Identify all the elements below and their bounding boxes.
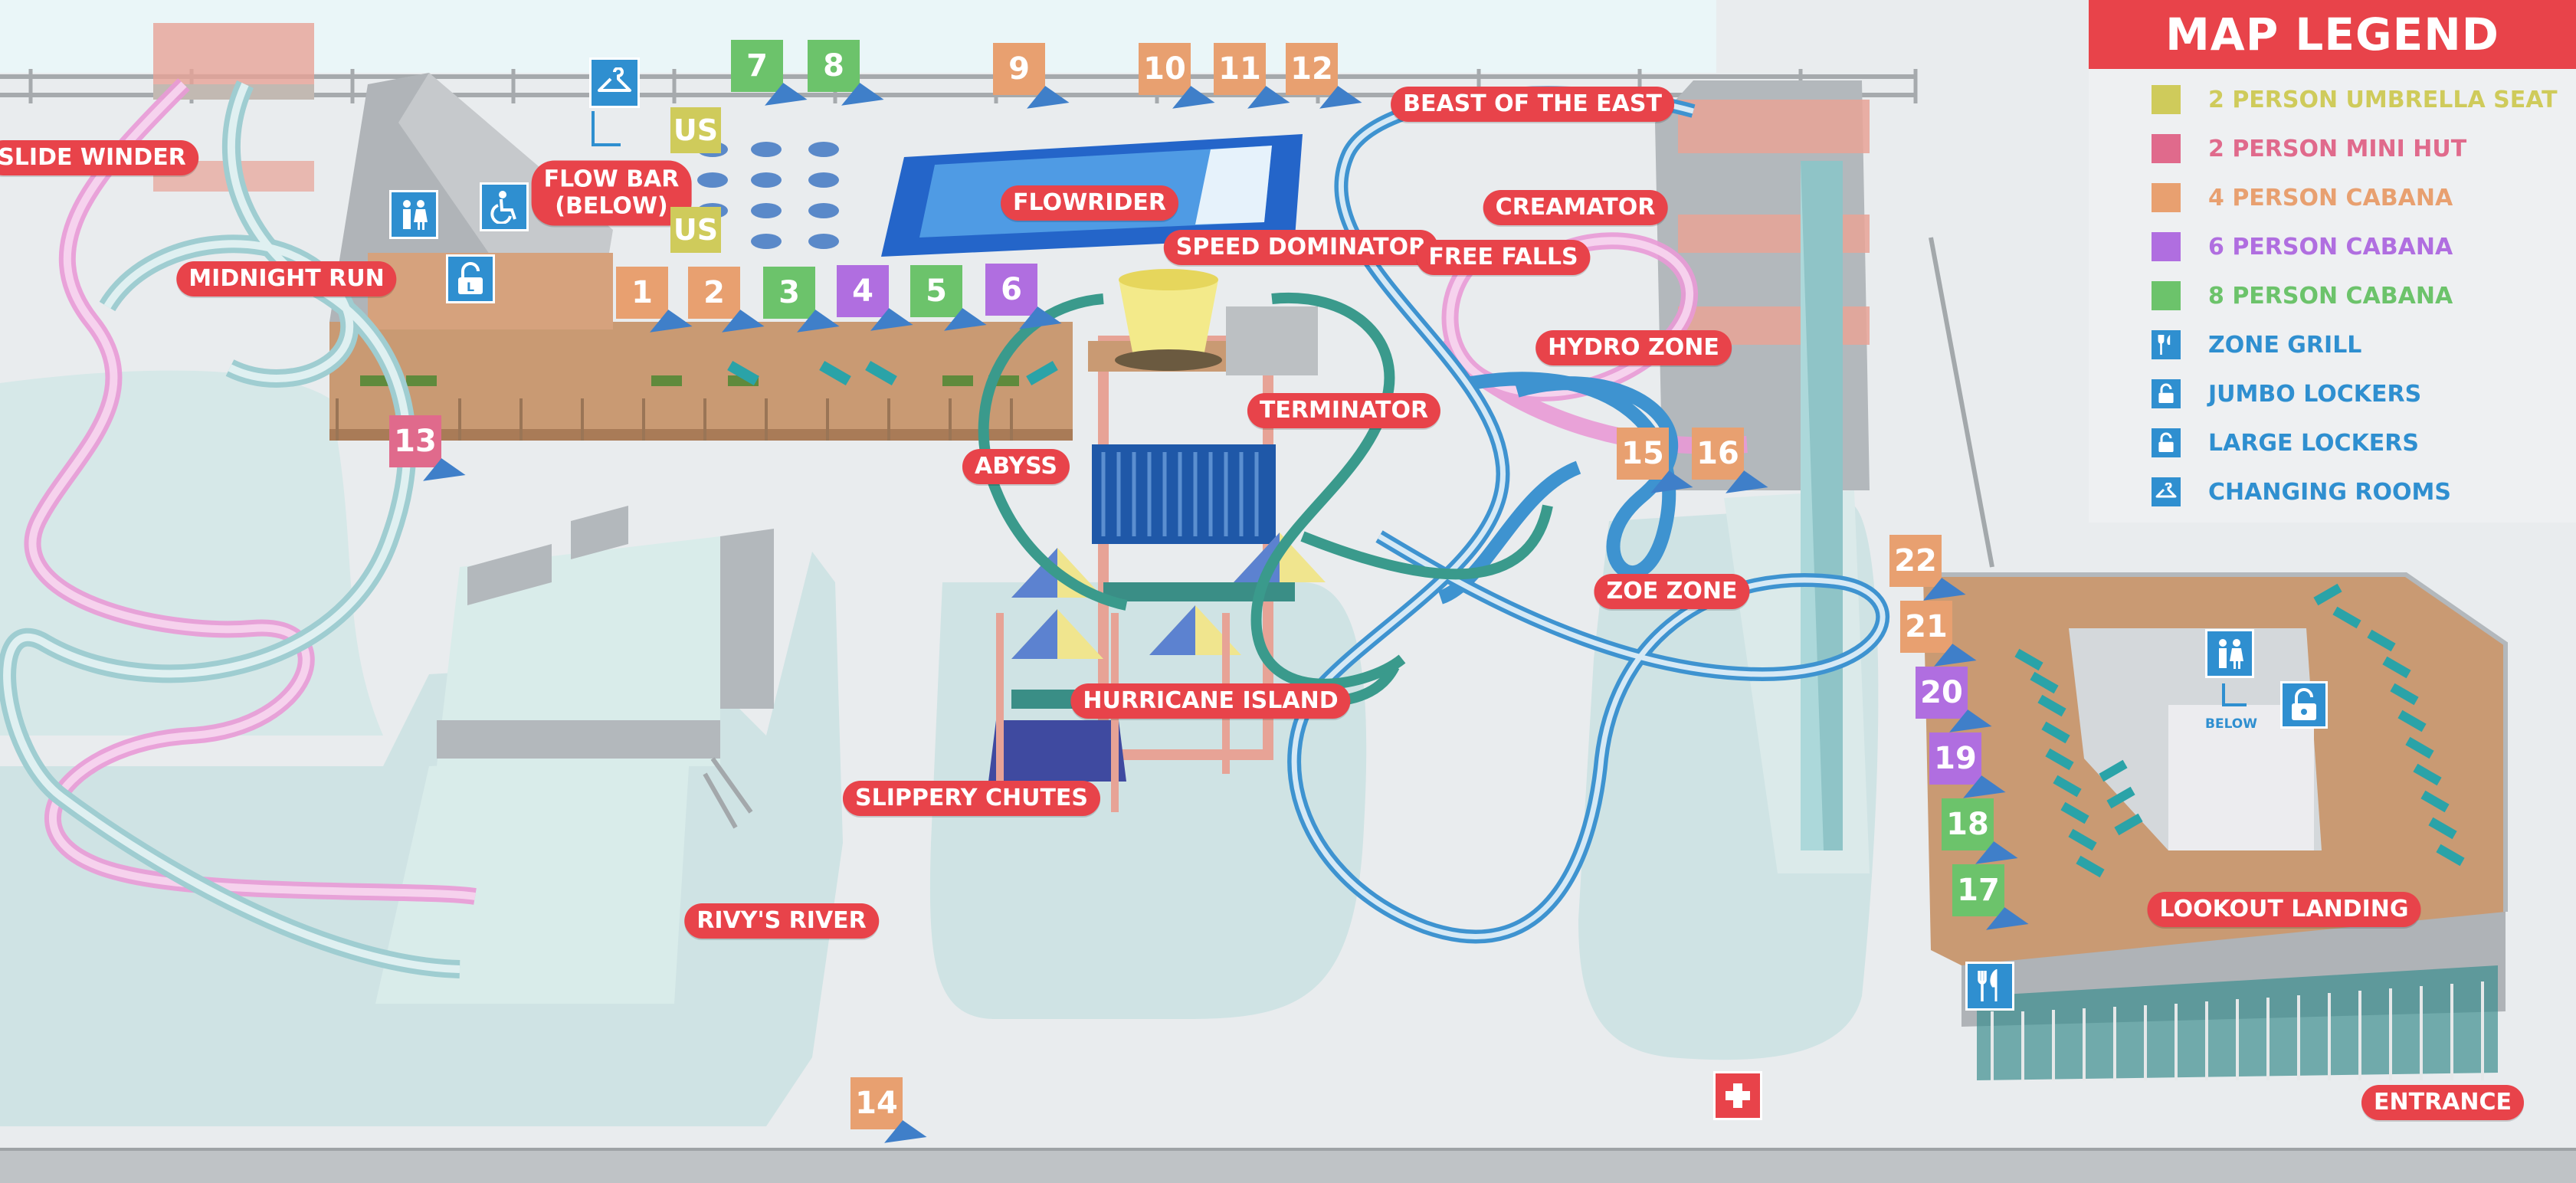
legend-label: 6 PERSON CABANA [2208,233,2453,261]
cabana-6[interactable]: 6 [985,264,1037,316]
legend-item: ZONE GRILL [2152,329,2361,360]
hanger-icon[interactable] [589,57,640,108]
flow-bar-label[interactable]: FLOW BAR (BELOW) [531,160,692,226]
svg-text:L: L [467,280,474,294]
cabana-17[interactable]: 17 [1952,864,2004,916]
cabana-9[interactable]: 9 [993,43,1045,95]
cabana-14[interactable]: 14 [850,1077,903,1129]
hydro-zone-label[interactable]: HYDRO ZONE [1535,330,1732,365]
legend-swatch [2152,281,2181,310]
cabana-10[interactable]: 10 [1139,43,1191,95]
legend-label: LARGE LOCKERS [2208,429,2420,457]
legend-swatch [2152,134,2181,163]
cabana-3[interactable]: 3 [763,267,815,319]
legend-label: ZONE GRILL [2208,331,2362,359]
umbrella-seat-1[interactable]: US [670,107,721,153]
legend-label: CHANGING ROOMS [2208,478,2451,506]
lock-icon [2152,379,2181,408]
arrow-down-icon [592,111,621,146]
below-label: BELOW [2205,716,2257,732]
first-aid-icon[interactable] [1713,1071,1762,1120]
creamator-label[interactable]: CREAMATOR [1483,190,1668,225]
arrow-right-icon [2222,683,2247,706]
legend-label: 2 PERSON MINI HUT [2208,135,2467,162]
beast-of-the-east-label[interactable]: BEAST OF THE EAST [1391,87,1674,122]
legend-item: CHANGING ROOMS [2152,477,2451,507]
cabana-4[interactable]: 4 [837,265,889,317]
lookout-landing-label[interactable]: LOOKOUT LANDING [2147,892,2421,927]
hanger-icon [2152,477,2181,506]
legend-swatch [2152,232,2181,261]
slippery-chutes-label[interactable]: SLIPPERY CHUTES [842,781,1101,816]
legend-swatch [2152,183,2181,212]
legend-item: 8 PERSON CABANA [2152,280,2453,311]
lock-icon[interactable] [2280,681,2328,729]
cabana-19[interactable]: 19 [1929,732,1981,785]
lock-icon [2152,428,2181,457]
legend-item: 2 PERSON MINI HUT [2152,133,2466,164]
cabana-5[interactable]: 5 [910,265,962,317]
cabana-22[interactable]: 22 [1889,535,1942,587]
legend-label: 2 PERSON UMBRELLA SEAT [2208,86,2558,113]
legend-item: LARGE LOCKERS [2152,428,2419,458]
umbrella-seat-2[interactable]: US [670,207,721,253]
cabana-2[interactable]: 2 [688,267,740,319]
wheelchair-icon[interactable] [480,182,529,231]
flowrider-label[interactable]: FLOWRIDER [1001,185,1178,221]
map-legend: MAP LEGEND 2 PERSON UMBRELLA SEAT 2 PERS… [2089,0,2576,523]
fork-knife-icon[interactable] [1965,962,2014,1011]
zoe-zone-label[interactable]: ZOE ZONE [1594,574,1750,609]
cabana-7[interactable]: 7 [731,40,783,92]
midnight-run-label[interactable]: MIDNIGHT RUN [176,261,397,297]
cabana-11[interactable]: 11 [1214,43,1266,95]
terminator-label[interactable]: TERMINATOR [1247,393,1441,428]
lock-icon[interactable]: L [446,254,495,303]
legend-label: JUMBO LOCKERS [2208,380,2422,408]
legend-label: 4 PERSON CABANA [2208,184,2453,211]
legend-item: 2 PERSON UMBRELLA SEAT [2152,84,2558,115]
cabana-21[interactable]: 21 [1900,601,1952,653]
free-falls-label[interactable]: FREE FALLS [1416,240,1591,275]
mini-hut-13[interactable]: 13 [389,415,441,467]
legend-title: MAP LEGEND [2089,0,2576,69]
cabana-12[interactable]: 12 [1286,43,1338,95]
entrance-label[interactable]: ENTRANCE [2361,1085,2524,1120]
cabana-15[interactable]: 15 [1617,428,1669,480]
rivys-river-label[interactable]: RIVY'S RIVER [684,903,879,939]
cabana-16[interactable]: 16 [1692,428,1744,480]
speed-dominator-label[interactable]: SPEED DOMINATOR [1163,230,1439,265]
hurricane-island-label[interactable]: HURRICANE ISLAND [1070,683,1351,719]
slide-winder-label[interactable]: SLIDE WINDER [0,140,198,175]
legend-swatch [2152,85,2181,114]
legend-item: 4 PERSON CABANA [2152,182,2453,213]
cabana-1[interactable]: 1 [616,267,668,319]
legend-item: JUMBO LOCKERS [2152,378,2421,409]
restroom-icon[interactable] [2205,629,2254,678]
legend-item: 6 PERSON CABANA [2152,231,2453,262]
restroom-icon[interactable] [389,190,438,239]
cabana-18[interactable]: 18 [1942,798,1994,850]
cabana-8[interactable]: 8 [808,40,860,92]
abyss-label[interactable]: ABYSS [962,449,1070,484]
cabana-20[interactable]: 20 [1916,667,1968,719]
fork-knife-icon [2152,330,2181,359]
legend-label: 8 PERSON CABANA [2208,282,2453,310]
